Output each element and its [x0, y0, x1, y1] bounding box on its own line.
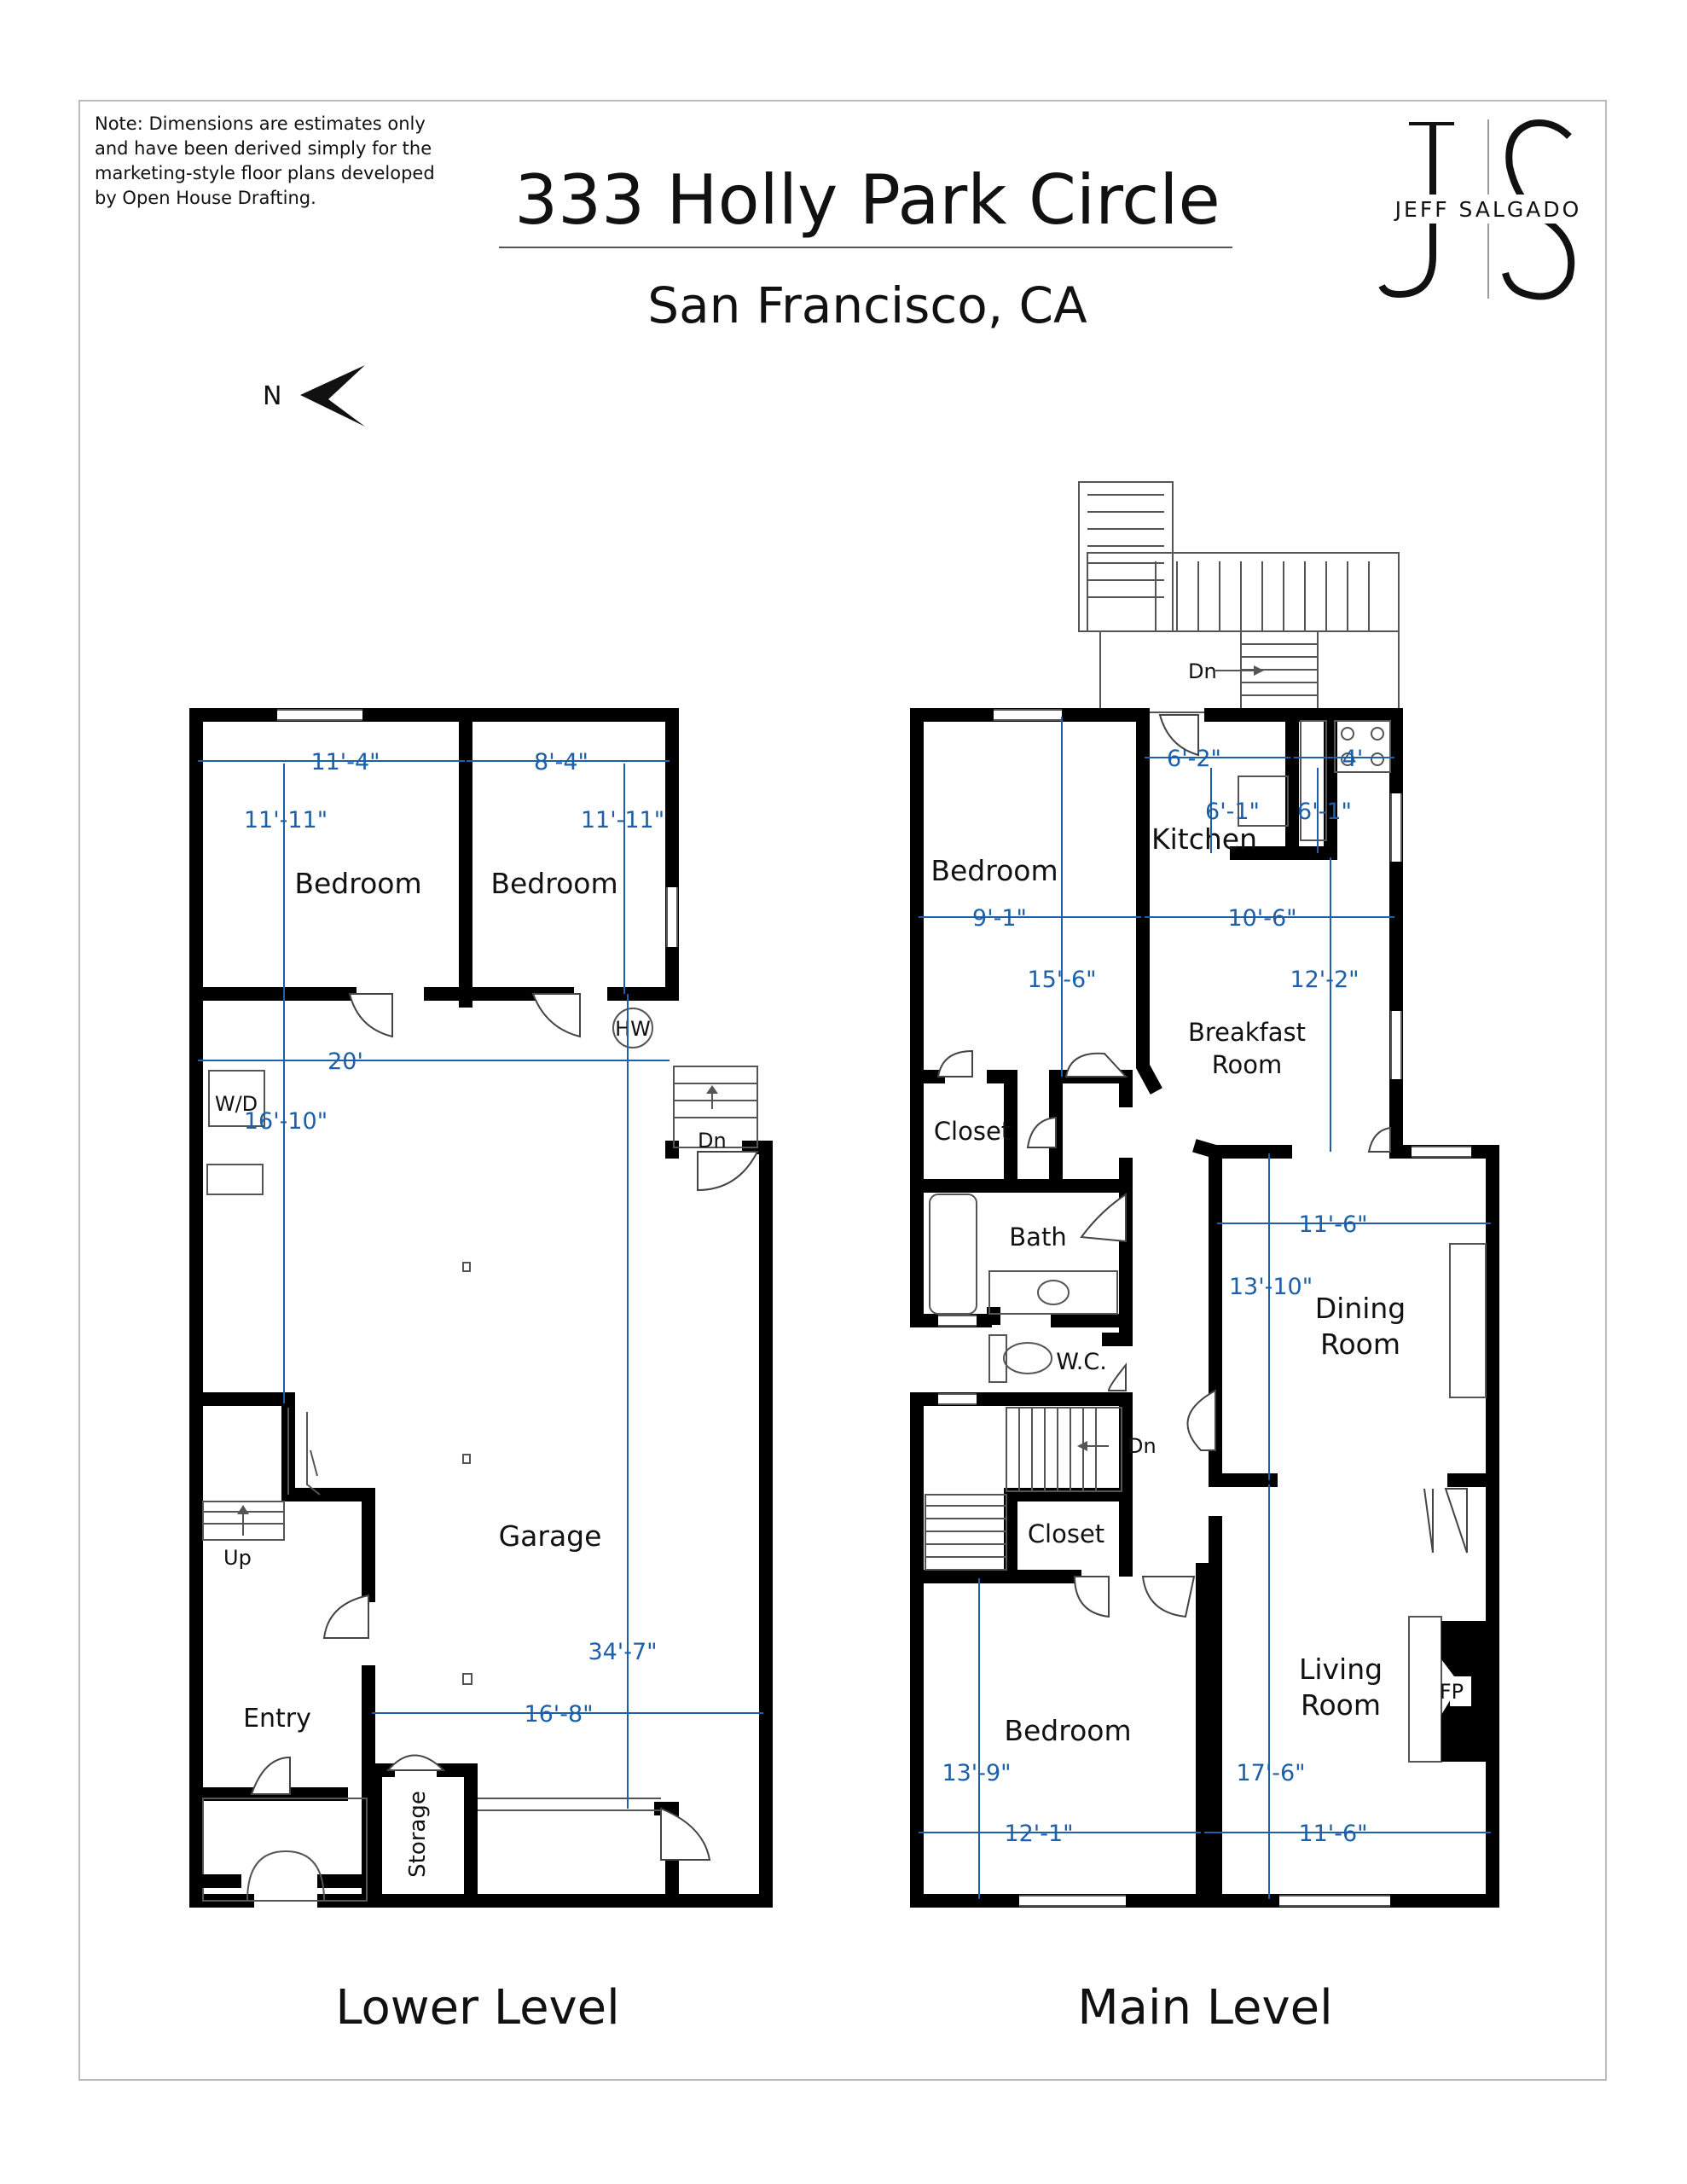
dim-bedroom-front-height: 15'-6": [1027, 967, 1096, 993]
water-heater-label: HW: [615, 1017, 651, 1041]
main-level-plan: Dn: [910, 481, 1499, 2036]
fireplace-label: FP: [1440, 1680, 1464, 1704]
dim-garage-width-2: 16'-8": [524, 1701, 593, 1728]
dim-living-height: 17'-6": [1236, 1760, 1305, 1786]
logo-text: JEFF SALGADO: [1394, 197, 1582, 222]
stair-down-label-main: Dn: [1128, 1434, 1157, 1458]
room-bedroom-front: Bedroom: [930, 854, 1058, 887]
room-entry: Entry: [243, 1704, 311, 1734]
dim-kitchen-1: 6'-2": [1167, 746, 1221, 772]
room-living-line2: Room: [1301, 1688, 1381, 1722]
room-breakfast-line1: Breakfast: [1188, 1018, 1306, 1047]
dim-garage-height-1: 16'-10": [244, 1108, 328, 1135]
dim-garage-width: 20': [328, 1048, 363, 1075]
room-living-line1: Living: [1299, 1653, 1383, 1686]
room-dining-line1: Dining: [1315, 1292, 1406, 1325]
north-arrow-icon: [300, 365, 365, 427]
room-garage: Garage: [499, 1519, 602, 1553]
dim-garage-height-2: 34'-7": [588, 1639, 657, 1665]
dim-breakfast-height: 12'-2": [1290, 967, 1359, 993]
main-level-caption: Main Level: [1077, 1980, 1332, 2036]
disclaimer-note: Note: Dimensions are estimates only and …: [95, 113, 440, 208]
dim-living-width: 11'-6": [1298, 1821, 1367, 1847]
stair-up-label: Up: [223, 1546, 252, 1570]
dim-bedroom-rear-height: 13'-9": [942, 1760, 1011, 1786]
room-breakfast-line2: Room: [1212, 1050, 1283, 1079]
lower-level-caption: Lower Level: [335, 1980, 619, 2036]
dim-bedroom-rear-width: 12'-1": [1004, 1821, 1073, 1847]
dim-kitchen-4: 6'-1": [1297, 799, 1352, 825]
north-label: N: [263, 381, 281, 411]
room-closet-2: Closet: [1028, 1519, 1104, 1548]
dim-bedroom2-height: 11'-11": [581, 807, 664, 834]
dim-bedroom2-width: 8'-4": [534, 749, 588, 775]
room-wc: W.C.: [1056, 1349, 1107, 1375]
dim-dining-width: 11'-6": [1298, 1211, 1367, 1238]
page-frame: [78, 100, 1607, 2081]
room-bedroom-rear: Bedroom: [1004, 1714, 1131, 1747]
dim-dining-height: 13'-10": [1229, 1274, 1313, 1300]
dim-bedroom-front-width: 9'-1": [972, 905, 1027, 932]
room-storage: Storage: [405, 1791, 431, 1878]
dim-kitchen-2: 4': [1342, 746, 1364, 772]
washer-dryer-label: W/D: [215, 1092, 258, 1116]
page-title: 333 Holly Park Circle: [514, 160, 1220, 240]
room-bath: Bath: [1009, 1223, 1066, 1252]
room-bedroom-1: Bedroom: [294, 867, 421, 900]
room-kitchen: Kitchen: [1151, 822, 1257, 856]
north-arrow: N: [263, 365, 365, 427]
lower-level-plan: Dn Up Bedroom Bedroom Ga: [189, 708, 773, 2036]
dim-kitchen-3: 6'-1": [1205, 799, 1260, 825]
dim-bedroom1-height: 11'-11": [244, 807, 328, 834]
stair-down-label: Dn: [698, 1129, 727, 1153]
page-subtitle: San Francisco, CA: [647, 276, 1087, 334]
deck-stair-down-label: Dn: [1188, 659, 1217, 683]
room-closet-1: Closet: [934, 1117, 1011, 1146]
room-dining-line2: Room: [1320, 1327, 1400, 1361]
dim-bedroom1-width: 11'-4": [310, 749, 380, 775]
jeff-salgado-logo: JEFF SALGADO: [1378, 119, 1593, 300]
dim-breakfast-width: 10'-6": [1227, 905, 1296, 932]
room-bedroom-2: Bedroom: [490, 867, 617, 900]
